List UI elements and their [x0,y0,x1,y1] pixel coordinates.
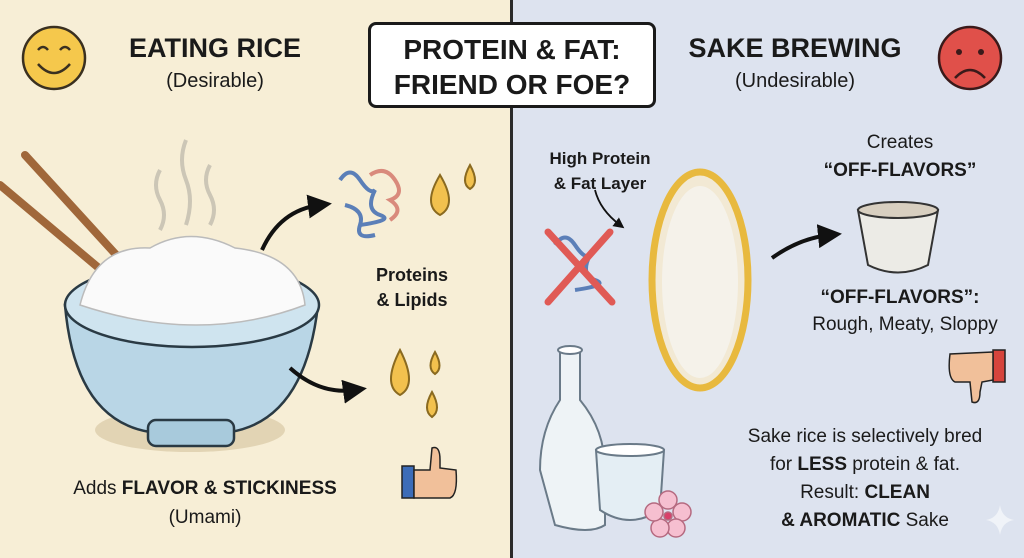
thumbs-up-icon [401,446,458,499]
effect-prefix: Adds [73,478,122,499]
effect-bold: FLAVOR & STICKINESS [121,478,337,499]
label-line: & Fat Layer [553,174,647,193]
summary-line: Sake rice is selectively bred [747,426,983,447]
summary-text: Sake rice is selectively bred for LESS p… [715,423,1015,535]
label-line: & Lipids [376,290,448,310]
summary-line: & AROMATIC Sake [715,507,1015,535]
sake-cup-icon [856,201,940,274]
proteins-lipids-label: Proteins & Lipids [352,263,472,313]
effect-label: Adds FLAVOR & STICKINESS [40,478,370,500]
sparkle-icon [986,505,1014,535]
title-line-2: FRIEND OR FOE? [393,69,631,100]
title-line-1: PROTEIN & FAT: [403,34,621,65]
text: Sake [900,510,949,531]
sad-face-icon [937,25,1003,91]
eating-rice-subheading: (Desirable) [166,70,264,92]
sake-brewing-subheading: (Undesirable) [734,70,856,92]
text: for [769,454,798,475]
text: Result: [800,482,865,503]
thumbs-down-icon [948,349,1006,404]
summary-line: for LESS protein & fat. [715,451,1015,479]
offflavors-title: “OFF-FLAVORS”: [820,287,980,308]
sake-brewing-heading: SAKE BREWING [688,33,902,63]
text: protein & fat. [847,454,961,475]
happy-face-icon [21,25,87,91]
text-bold: CLEAN [864,482,930,503]
arrow-to-proteins [260,194,332,251]
rice-bowl-icon [63,235,321,452]
umami-note: (Umami) [168,507,242,528]
arrow-to-lipids [288,366,367,404]
steam-icon [154,139,216,231]
sake-bottle-icon [538,345,606,531]
creates-label: Creates [866,132,934,153]
label-line: Proteins [375,265,449,285]
layer-label: High Protein & Fat Layer [530,146,670,196]
creates-offflavors: “OFF-FLAVORS” [823,160,977,181]
sake-glass-icon [594,443,666,521]
eating-rice-heading: EATING RICE [128,33,301,63]
panel-divider [510,0,513,558]
offflavors-description: Rough, Meaty, Sloppy [812,314,998,335]
cherry-blossom-icon [644,490,692,538]
protein-strands-icon [338,169,401,239]
label-line: High Protein [549,149,651,168]
text-bold: & AROMATIC [781,510,901,531]
summary-line: Result: CLEAN [715,479,1015,507]
blocked-protein-icon [544,228,616,306]
rice-grain-icon [648,168,752,392]
main-title-box: PROTEIN & FAT: FRIEND OR FOE? [368,22,656,108]
cross-icon [544,228,616,306]
arrow-to-cup [770,224,842,260]
arrow-to-layer [594,189,625,229]
text-bold: LESS [797,454,848,475]
lipid-drops-icon [390,162,476,419]
